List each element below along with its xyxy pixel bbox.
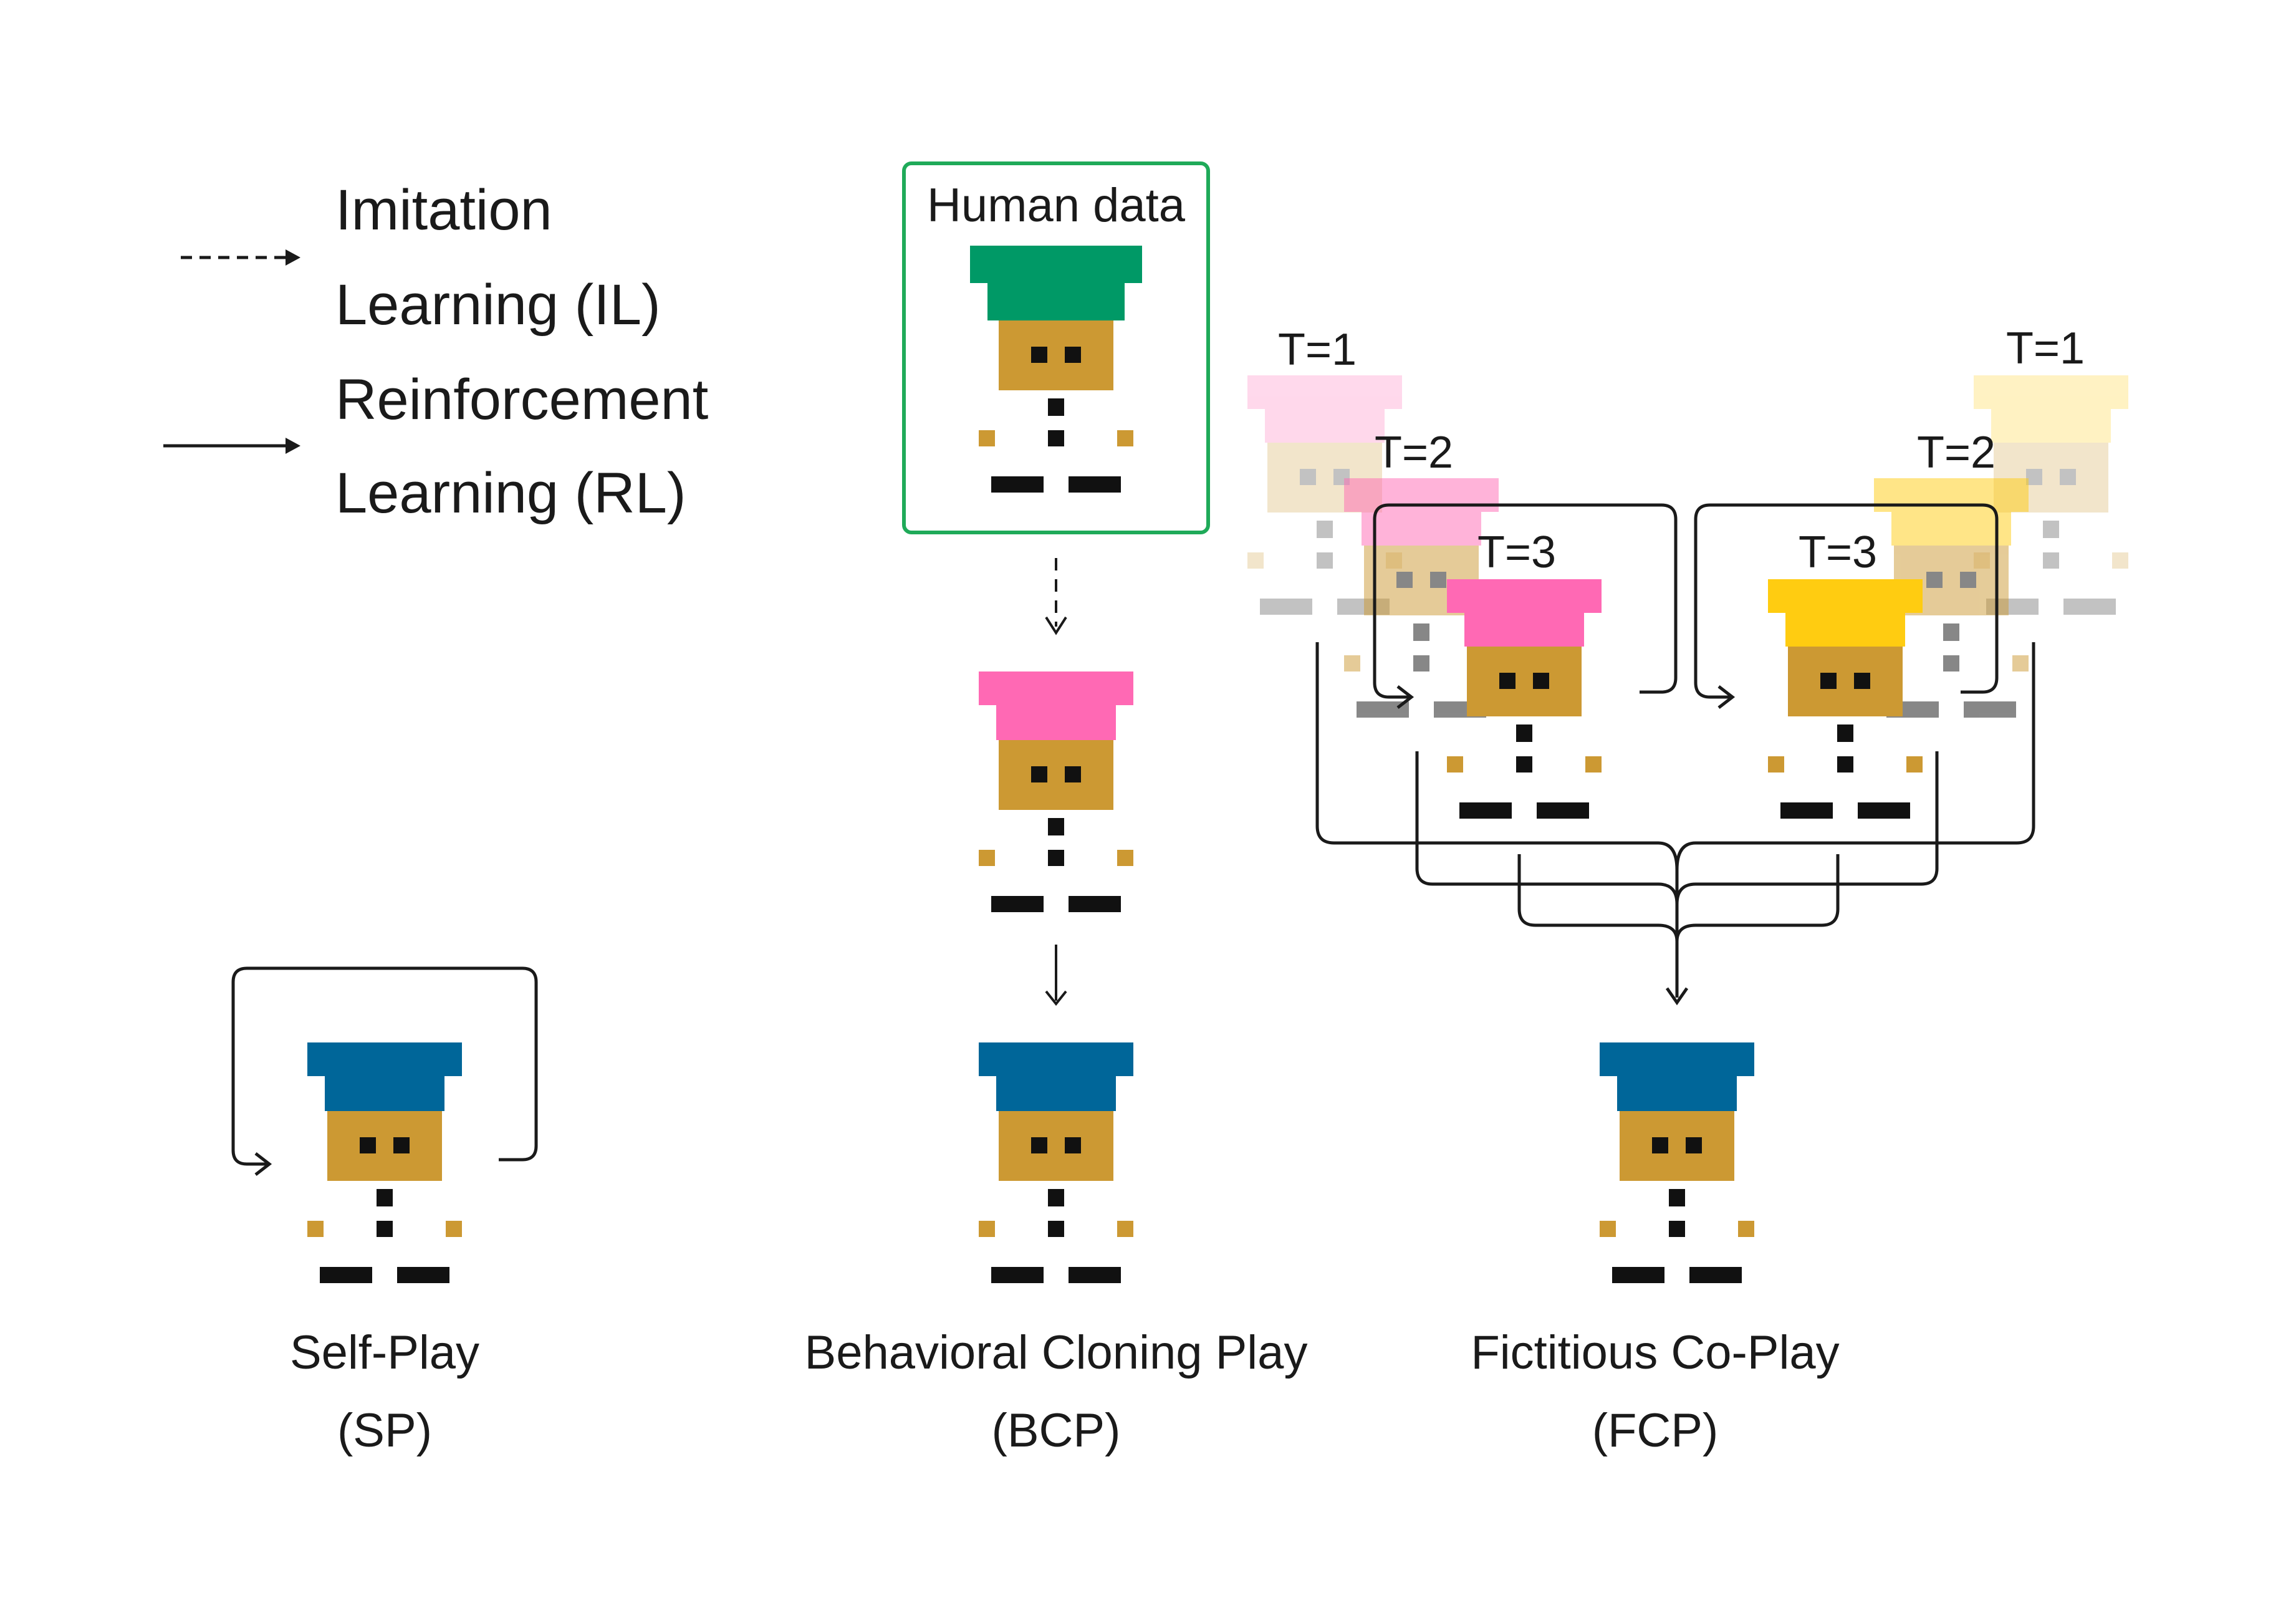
legend-rl-label-line1: Reinforcement — [335, 368, 708, 431]
sp-chef-avatar — [307, 1042, 462, 1283]
sp-label-line2: (SP) — [337, 1404, 432, 1457]
yellow-t2-label: T=2 — [1917, 428, 1996, 478]
yellow-training-loop-icon — [1694, 503, 1999, 709]
human-chef-avatar — [970, 246, 1142, 493]
il-arrow-icon — [1045, 558, 1067, 635]
legend-il-label-line2: Learning (IL) — [335, 273, 661, 337]
fcp-label-line1: Fictitious Co-Play — [1471, 1326, 1839, 1379]
pink-training-loop-icon — [1373, 503, 1678, 709]
human-data-box: Human data — [902, 161, 1210, 534]
sp-self-loop-arrow-icon — [231, 966, 538, 1176]
pink-t2-label: T=2 — [1375, 428, 1453, 478]
population-aggregation-arrows-icon — [1315, 642, 2035, 1006]
rl-solid-arrow-icon — [163, 438, 300, 454]
fcp-yellow-t1-chef — [1974, 375, 2128, 615]
fcp-pink-t3-chef — [1447, 579, 1602, 819]
pink-t1-label: T=1 — [1278, 325, 1357, 375]
sp-label-line1: Self-Play — [290, 1326, 479, 1379]
fcp-yellow-t3-chef — [1768, 579, 1923, 819]
human-data-title: Human data — [927, 179, 1186, 232]
bc-chef-avatar — [979, 671, 1133, 912]
legend: Imitation Learning (IL) Reinforcement Le… — [163, 178, 708, 525]
pink-t3-label: T=3 — [1477, 527, 1556, 577]
bcp-label-line1: Behavioral Cloning Play — [805, 1326, 1308, 1379]
fcp-chef-avatar — [1600, 1042, 1754, 1283]
bcp-chef-avatar — [979, 1042, 1133, 1283]
legend-rl-label-line2: Learning (RL) — [335, 461, 686, 525]
rl-arrow-icon — [1045, 945, 1067, 1006]
bcp-label-line2: (BCP) — [992, 1404, 1121, 1457]
il-dashed-arrow-icon — [181, 249, 300, 266]
yellow-t1-label: T=1 — [2006, 324, 2085, 373]
fcp-label-line2: (FCP) — [1592, 1404, 1719, 1457]
legend-il-label-line1: Imitation — [335, 178, 552, 242]
fcp-pink-t1-chef — [1247, 375, 1402, 615]
yellow-t3-label: T=3 — [1799, 527, 1877, 577]
